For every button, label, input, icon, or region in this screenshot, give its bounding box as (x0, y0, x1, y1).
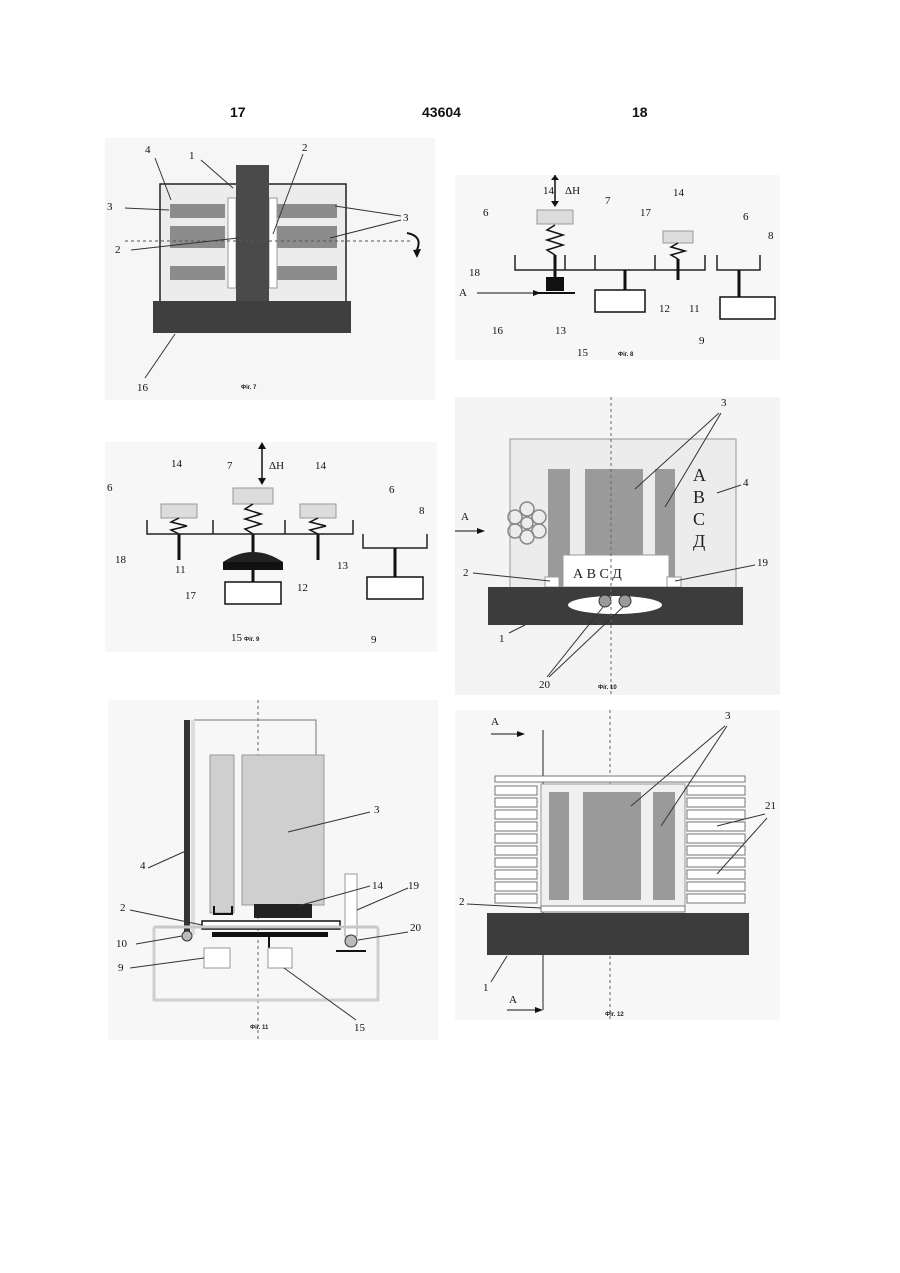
letter-a-vertical: А (693, 465, 706, 486)
label-6b: 6 (743, 211, 749, 223)
right-page-number: 18 (632, 104, 648, 120)
label-7: 7 (227, 460, 233, 472)
label-10: 10 (116, 938, 127, 950)
label-1: 1 (483, 982, 489, 994)
label-15: 15 (231, 632, 242, 644)
figure-9-drawing (105, 442, 437, 652)
figure-10-caption: Фiг. 10 (598, 685, 617, 691)
letter-d-vertical: Д (693, 531, 705, 552)
label-18: 18 (115, 554, 126, 566)
figure-7: 1 2 3 4 2 3 3 16 Фiг. 7 (105, 138, 435, 400)
label-20: 20 (539, 679, 550, 691)
label-3: 3 (107, 201, 113, 213)
label-9: 9 (699, 335, 705, 347)
figure-10-drawing (455, 397, 780, 695)
label-19: 19 (408, 880, 419, 892)
label-15: 15 (354, 1022, 365, 1034)
label-4: 4 (145, 144, 151, 156)
label-17: 17 (640, 207, 651, 219)
label-4: 4 (140, 860, 146, 872)
figure-11: 3 4 14 19 2 10 20 9 15 Фiг. 11 (108, 700, 438, 1040)
label-17: 17 (185, 590, 196, 602)
label-3: 3 (374, 804, 380, 816)
section-a-top: A (491, 716, 499, 728)
label-1: 1 (189, 150, 195, 162)
label-6a: 6 (483, 207, 489, 219)
figure-7-caption: Фiг. 7 (241, 385, 256, 391)
figure-8-drawing (455, 175, 780, 360)
figure-8-caption: Фiг. 8 (618, 352, 633, 358)
label-2: 2 (463, 567, 469, 579)
label-3: 3 (725, 710, 731, 722)
patent-number: 43604 (422, 104, 461, 120)
label-16: 16 (137, 382, 148, 394)
label-20: 20 (410, 922, 421, 934)
label-11: 11 (175, 564, 186, 576)
figure-7-drawing (105, 138, 435, 400)
figure-12-drawing (455, 710, 780, 1020)
arrow-a-label: A (459, 287, 467, 299)
figure-11-caption: Фiг. 11 (250, 1025, 268, 1031)
label-12: 12 (659, 303, 670, 315)
label-16: 16 (492, 325, 503, 337)
label-1: 1 (499, 633, 505, 645)
label-14a: 14 (543, 185, 554, 197)
letter-v-vertical: В (693, 487, 705, 508)
label-18: 18 (469, 267, 480, 279)
label-7: 7 (605, 195, 611, 207)
arrow-a-label: A (461, 511, 469, 523)
label-13: 13 (337, 560, 348, 572)
figure-9-caption: Фiг. 9 (244, 637, 259, 643)
label-11: 11 (689, 303, 700, 315)
figure-10: А В С Д А В С Д 3 4 2 19 1 20 A Фiг. 10 (455, 397, 780, 695)
label-8: 8 (419, 505, 425, 517)
label-3b: 3 (403, 212, 409, 224)
figure-12-caption: Фiг. 12 (605, 1012, 624, 1018)
label-2: 2 (120, 902, 126, 914)
label-19: 19 (757, 557, 768, 569)
label-3: 3 (721, 397, 727, 409)
figure-8: 14 ΔH 14 7 17 6 6 8 18 11 16 13 12 15 9 … (455, 175, 780, 360)
label-9: 9 (371, 634, 377, 646)
label-21: 21 (765, 800, 776, 812)
label-14: 14 (372, 880, 383, 892)
section-a-bottom: A (509, 994, 517, 1006)
label-14b: 14 (673, 187, 684, 199)
label-6b: 6 (389, 484, 395, 496)
label-6a: 6 (107, 482, 113, 494)
letters-row: А В С Д (573, 567, 622, 583)
label-8: 8 (768, 230, 774, 242)
label-2: 2 (459, 896, 465, 908)
dh-label: ΔH (565, 185, 580, 197)
label-2: 2 (302, 142, 308, 154)
letter-s-vertical: С (693, 509, 705, 530)
label-9: 9 (118, 962, 124, 974)
figure-11-drawing (108, 700, 438, 1040)
label-2b: 2 (115, 244, 121, 256)
label-4: 4 (743, 477, 749, 489)
label-14b: 14 (315, 460, 326, 472)
left-page-number: 17 (230, 104, 246, 120)
figure-9: 14 14 ΔH 7 6 6 8 18 11 13 12 17 15 9 Фiг… (105, 442, 437, 652)
label-13: 13 (555, 325, 566, 337)
figure-12: 3 21 2 1 A A Фiг. 12 (455, 710, 780, 1020)
label-15: 15 (577, 347, 588, 359)
dh-label: ΔH (269, 460, 284, 472)
label-12: 12 (297, 582, 308, 594)
label-14a: 14 (171, 458, 182, 470)
